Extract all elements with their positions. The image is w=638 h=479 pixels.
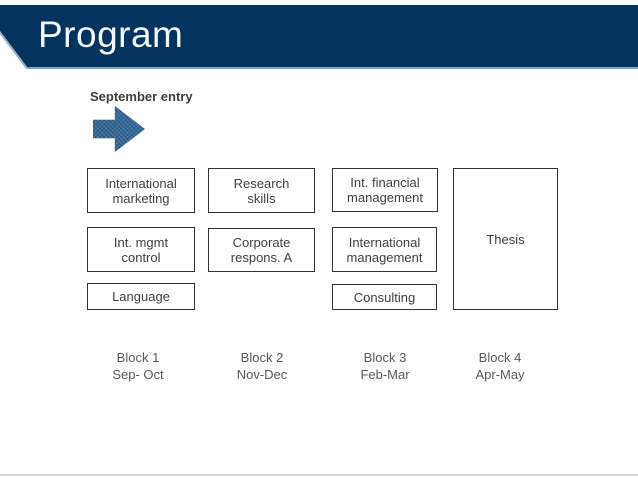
block-dates: Nov-Dec [236, 367, 288, 382]
block-name: Block 1 [116, 350, 160, 365]
course-box-int-mgmt-control: Int. mgmt control [87, 227, 195, 272]
bottom-rule [0, 474, 638, 476]
arrow-right-icon [93, 106, 145, 152]
block-dates: Apr-May [475, 367, 525, 382]
block-dates: Sep- Oct [112, 367, 164, 382]
block-label-2: Block 2 Nov-Dec [202, 349, 322, 383]
tilburg-university-logo: Tilburg University [0, 415, 260, 473]
header-bar: Program [0, 5, 638, 67]
header-underline [27, 67, 638, 69]
course-box-thesis: Thesis [453, 168, 558, 310]
entry-label: September entry [90, 89, 193, 104]
course-box-international-marketing: International marketing [87, 168, 195, 213]
course-box-int-financial-management: Int. financial management [332, 168, 438, 212]
block-label-1: Block 1 Sep- Oct [78, 349, 198, 383]
block-label-4: Block 4 Apr-May [440, 349, 560, 383]
page-title: Program [38, 14, 184, 55]
course-box-corporate-respons-a: Corporate respons. A [208, 228, 315, 272]
block-name: Block 2 [240, 350, 284, 365]
course-box-international-management: International management [332, 227, 437, 272]
block-name: Block 3 [363, 350, 407, 365]
block-name: Block 4 [478, 350, 522, 365]
course-box-language: Language [87, 283, 195, 310]
block-label-3: Block 3 Feb-Mar [325, 349, 445, 383]
course-box-consulting: Consulting [332, 284, 437, 310]
block-dates: Feb-Mar [360, 367, 410, 382]
course-box-research-skills: Research skills [208, 168, 315, 213]
